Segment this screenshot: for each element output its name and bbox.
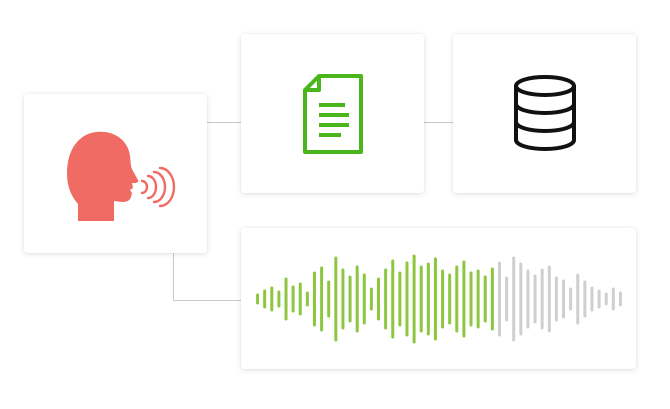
database-icon [513,74,576,151]
document-icon [302,73,363,154]
document-fold [304,75,321,92]
speaking-head-icon [66,131,175,221]
audio-waveform [255,254,622,343]
sound-wave-4 [158,166,175,207]
connector-speaker-down [173,253,174,301]
document-card [241,34,424,193]
database-ring-2 [513,121,576,133]
database-card [453,34,636,193]
database-top [513,74,576,97]
sound-wave-1 [140,179,148,194]
sound-wave-2 [146,174,157,199]
speaker-card [24,94,207,253]
database-bottom [513,139,576,151]
connector-speaker-to-document [207,122,241,123]
document-outline [302,73,363,154]
connector-speaker-to-waveform [173,300,241,301]
sound-wave-3 [152,170,166,203]
head-silhouette [66,131,138,221]
database-ring-1 [513,103,576,115]
waveform-card [241,228,636,369]
sound-waves [140,166,175,207]
connector-document-to-database [424,122,453,123]
